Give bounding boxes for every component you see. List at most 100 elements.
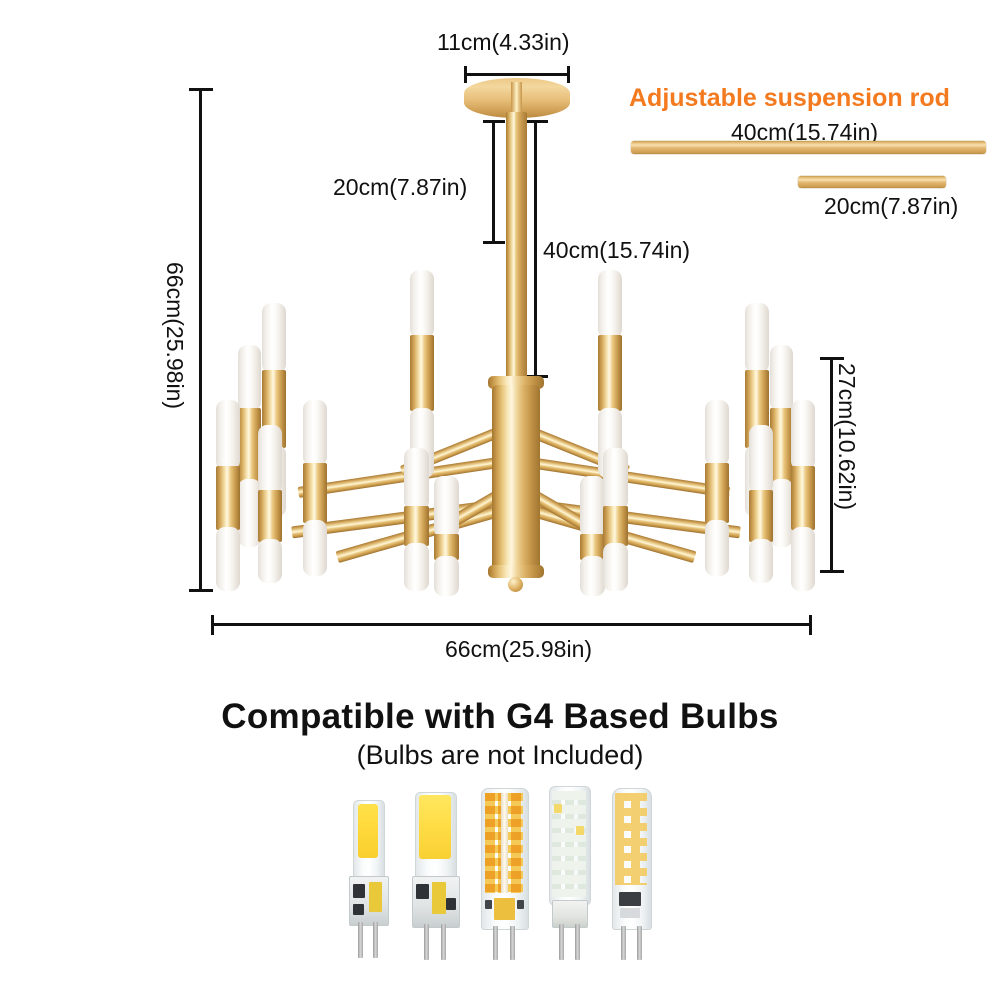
shade-lower-9	[303, 520, 327, 576]
rod-segment-long-dimension-line	[534, 120, 537, 378]
shade-lower-8	[258, 539, 282, 583]
bulb-2-resistor	[446, 898, 456, 910]
total-height-tick-bottom	[189, 589, 213, 592]
shade-upper-12	[580, 476, 605, 538]
gold-tube-11	[434, 534, 459, 560]
shade-lower-10	[404, 543, 429, 591]
bulb-5-led-grid	[615, 793, 647, 885]
shade-upper-5	[745, 303, 769, 373]
suspension-rod-40cm	[631, 141, 986, 154]
shade-upper-10	[404, 448, 429, 510]
bulb-1-label-chip	[369, 882, 382, 912]
bulb-5-pin-right	[637, 926, 642, 960]
shade-upper-7	[216, 400, 240, 470]
bulb-3-driver-chip	[494, 898, 515, 920]
rod-20cm-label: 20cm(7.87in)	[824, 193, 959, 219]
canopy-width-label: 11cm(4.33in)	[437, 29, 570, 55]
shade-lower-12	[580, 556, 605, 596]
shade-upper-14	[705, 400, 729, 466]
gold-tube-13	[603, 506, 628, 546]
shade-lower-11	[434, 556, 459, 596]
suspension-rod-title: Adjustable suspension rod	[629, 84, 950, 112]
g4-cob-bulb-large	[408, 792, 464, 960]
bulb-1-driver-chip	[353, 884, 365, 898]
gold-tube-10	[404, 506, 429, 546]
bulb-3-pin-left	[493, 926, 498, 960]
bulb-2-cob-chip	[419, 795, 451, 859]
shade-upper-3	[410, 270, 434, 338]
bulb-2-driver-chip	[416, 884, 429, 899]
g4-smd-bulb-slim	[605, 788, 657, 960]
hub-finial	[508, 577, 523, 592]
g4-smd-bulb-warm	[475, 788, 533, 960]
canopy-width-tick-left	[464, 66, 467, 83]
rod-segment-short-label: 20cm(7.87in)	[333, 174, 468, 200]
shade-lower-13	[603, 543, 628, 591]
bulb-not-included-note: (Bulbs are not Included)	[356, 740, 644, 770]
shade-upper-4	[598, 270, 622, 338]
rod-segment-short-dimension-line	[492, 120, 495, 244]
bulb-1-cob-chip	[358, 804, 378, 858]
rod-segment-long-label: 40cm(15.74in)	[543, 237, 691, 263]
canopy-width-dimension-line	[464, 73, 570, 76]
suspension-rod-main	[506, 112, 527, 382]
bulb-1-pin-right	[373, 922, 378, 958]
bulb-4-base	[552, 900, 588, 928]
gold-tube-6	[770, 408, 793, 482]
g4-smd-bulb-cool	[542, 786, 596, 960]
gold-tube-3	[410, 335, 434, 411]
bulb-5-pin-left	[621, 926, 626, 960]
shade-upper-8	[258, 425, 282, 493]
shade-upper-2	[238, 345, 261, 411]
gold-tube-14	[705, 463, 729, 523]
gold-tube-4	[598, 335, 622, 411]
fixture-height-label: 27cm(10.62in)	[834, 363, 860, 511]
bulb-4-pin-left	[559, 924, 564, 960]
hub-body	[492, 385, 540, 573]
bulb-4-smd-b	[576, 826, 584, 835]
shade-lower-14	[705, 520, 729, 576]
shade-upper-1	[262, 303, 286, 373]
canopy-width-tick-right	[567, 66, 570, 83]
canopy-seam	[511, 82, 522, 116]
bulb-2-pin-right	[441, 924, 446, 960]
bulb-5-label	[620, 908, 640, 918]
shade-upper-13	[603, 448, 628, 510]
gold-tube-8	[258, 490, 282, 542]
fixture-height-tick-bottom	[820, 570, 844, 573]
bulb-3-center-strip	[501, 793, 508, 893]
g4-cob-bulb-small	[344, 800, 392, 960]
chandelier-illustration	[216, 78, 815, 596]
gold-tube-16	[791, 466, 815, 530]
total-width-tick-right	[809, 615, 812, 635]
shade-lower-16	[791, 527, 815, 591]
bulb-gallery	[330, 780, 670, 960]
bulb-4-smd-a	[554, 804, 562, 813]
shade-upper-6	[770, 345, 793, 411]
shade-lower-6	[770, 479, 793, 547]
bulb-1-pin-left	[358, 922, 363, 958]
bulb-3-smd-left	[485, 900, 492, 909]
total-height-dimension-line	[199, 88, 202, 592]
hub-collar-bottom	[488, 565, 544, 578]
gold-tube-2	[238, 408, 261, 482]
bulb-compatibility-headline: Compatible with G4 Based Bulbs	[221, 697, 779, 736]
bulb-2-label-chip	[432, 882, 446, 914]
shade-lower-7	[216, 527, 240, 591]
shade-lower-2	[238, 479, 261, 547]
bulb-5-driver-chip	[619, 892, 641, 906]
bulb-3-smd-right	[517, 900, 524, 909]
rod-segment-short-tick-top	[483, 120, 505, 123]
bulb-1-resistor	[353, 904, 364, 915]
shade-lower-15	[749, 539, 773, 583]
bulb-4-pin-right	[575, 924, 580, 960]
total-width-label: 66cm(25.98in)	[445, 636, 593, 662]
shade-upper-16	[791, 400, 815, 470]
total-width-dimension-line	[211, 623, 812, 626]
rod-40cm-label: 40cm(15.74in)	[731, 119, 879, 145]
rod-segment-short-tick-bottom	[483, 241, 505, 244]
bulb-2-pin-left	[424, 924, 429, 960]
gold-tube-12	[580, 534, 605, 560]
gold-tube-7	[216, 466, 240, 530]
